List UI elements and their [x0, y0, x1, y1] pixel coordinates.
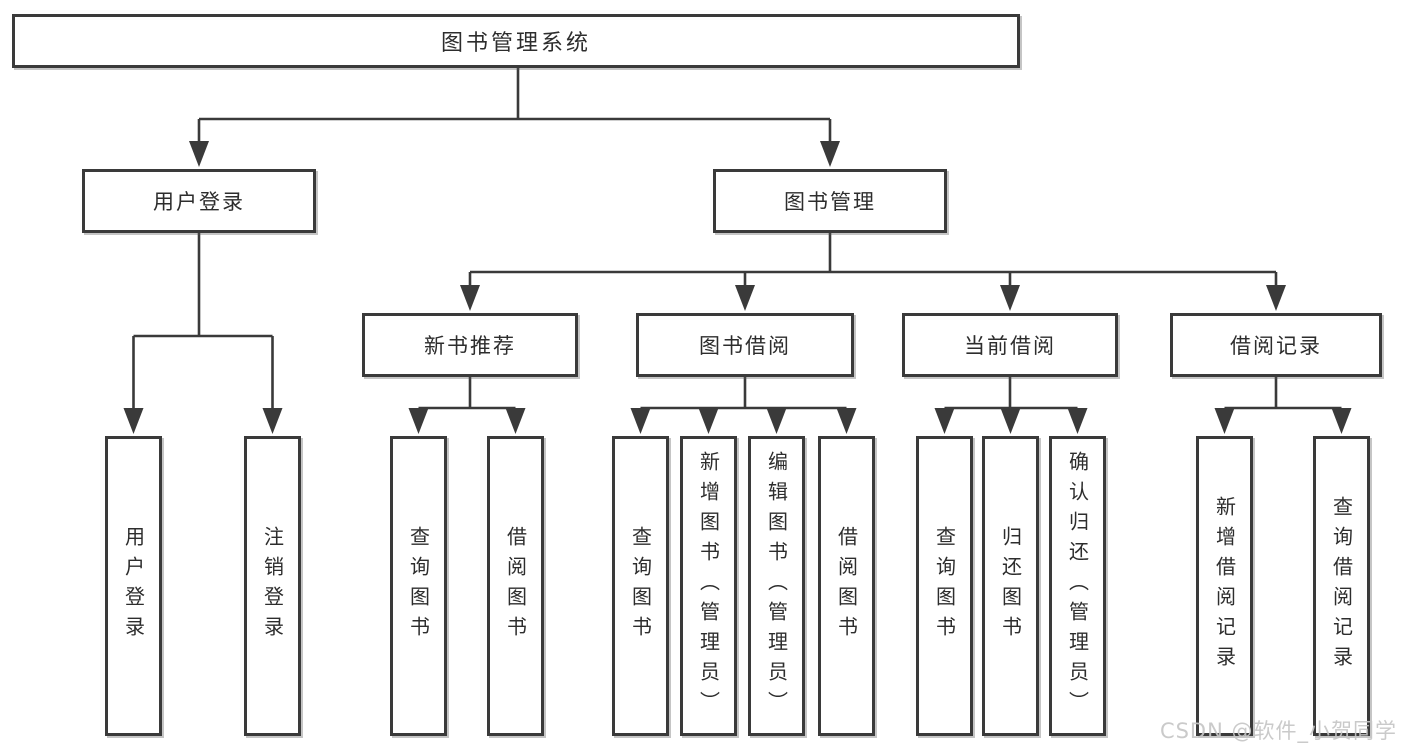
node-book-borrow: 图书借阅	[636, 313, 854, 377]
node-book-management: 图书管理	[713, 169, 947, 233]
leaf-confirm-return-admin-label: 确认归还（管理员）	[1065, 451, 1090, 721]
leaf-recommend-borrow-books-label: 借阅图书	[503, 526, 528, 646]
leaf-edit-books-admin: 编辑图书（管理员）	[748, 436, 805, 736]
leaf-add-books-admin: 新增图书（管理员）	[680, 436, 737, 736]
leaf-query-borrow-record: 查询借阅记录	[1313, 436, 1370, 736]
connector-lines	[132, 68, 1343, 414]
node-new-book-recommend: 新书推荐	[362, 313, 578, 377]
leaf-recommend-borrow-books: 借阅图书	[487, 436, 544, 736]
leaf-add-books-admin-label: 新增图书（管理员）	[696, 451, 721, 721]
leaf-user-login-label: 用户登录	[121, 526, 146, 646]
arrowheads	[123, 141, 1352, 434]
leaf-current-query-books-label: 查询图书	[932, 526, 957, 646]
leaf-logout: 注销登录	[244, 436, 301, 736]
node-book-borrow-label: 图书借阅	[699, 334, 791, 358]
leaf-query-borrow-record-label: 查询借阅记录	[1329, 496, 1354, 676]
leaf-add-borrow-record-label: 新增借阅记录	[1212, 496, 1237, 676]
leaf-confirm-return-admin: 确认归还（管理员）	[1049, 436, 1106, 736]
leaf-return-books: 归还图书	[982, 436, 1039, 736]
leaf-borrow-query-books: 查询图书	[612, 436, 669, 736]
leaf-user-login: 用户登录	[105, 436, 162, 736]
node-user-login-label: 用户登录	[153, 190, 245, 214]
node-new-book-recommend-label: 新书推荐	[424, 334, 516, 358]
leaf-logout-label: 注销登录	[260, 526, 285, 646]
node-borrow-records: 借阅记录	[1170, 313, 1382, 377]
leaf-borrow-books: 借阅图书	[818, 436, 875, 736]
node-library-management-system-label: 图书管理系统	[440, 31, 591, 56]
leaf-add-borrow-record: 新增借阅记录	[1196, 436, 1253, 736]
leaf-edit-books-admin-label: 编辑图书（管理员）	[764, 451, 789, 721]
leaf-borrow-books-label: 借阅图书	[834, 526, 859, 646]
node-library-management-system: 图书管理系统	[12, 14, 1020, 68]
node-borrow-records-label: 借阅记录	[1230, 334, 1322, 358]
leaf-current-query-books: 查询图书	[916, 436, 973, 736]
node-current-borrow-label: 当前借阅	[964, 334, 1056, 358]
node-current-borrow: 当前借阅	[902, 313, 1118, 377]
node-user-login: 用户登录	[82, 169, 316, 233]
csdn-watermark: CSDN @软件_小贺同学	[1159, 719, 1397, 743]
leaf-return-books-label: 归还图书	[998, 526, 1023, 646]
leaf-borrow-query-books-label: 查询图书	[628, 526, 653, 646]
leaf-recommend-query-books-label: 查询图书	[406, 526, 431, 646]
leaf-recommend-query-books: 查询图书	[390, 436, 447, 736]
node-book-management-label: 图书管理	[784, 190, 876, 214]
